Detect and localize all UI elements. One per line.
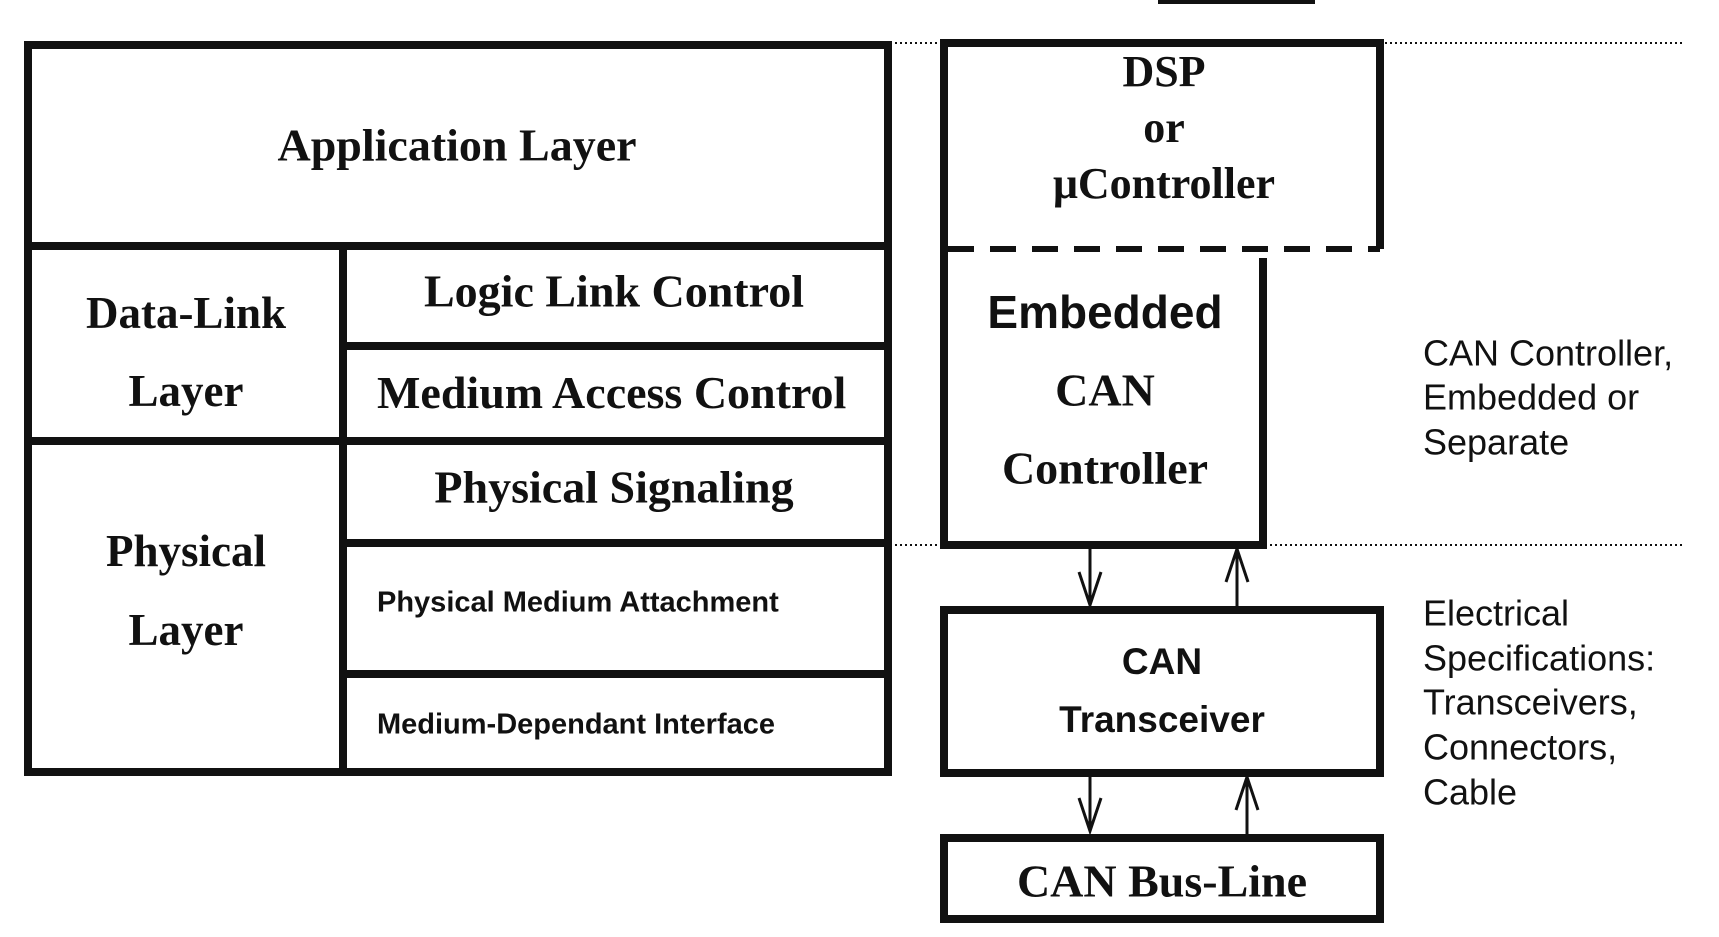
bus-down-arrow-head xyxy=(1077,797,1103,836)
medium-access-control-label: Medium Access Control xyxy=(377,367,846,418)
physical-layer-line-1: Physical xyxy=(106,526,266,576)
data-link-layer-line-1: Data-Link xyxy=(86,288,286,338)
physical-layer-line-2: Layer xyxy=(129,605,244,655)
can-transceiver-frame xyxy=(940,606,1384,777)
embedded-label: Embedded xyxy=(987,286,1222,338)
data-link-layer-line-2: Layer xyxy=(129,366,244,416)
can-transceiver-label-1: CAN xyxy=(1122,641,1202,682)
osi-layer-stack: Application Layer Data-Link Layer Physic… xyxy=(24,41,892,776)
data-link-layer-label: Data-Link xyxy=(86,288,286,338)
controller-label: Controller xyxy=(1002,443,1208,494)
data-link-layer-label-2: Layer xyxy=(129,366,244,416)
controller-transceiver-arrows xyxy=(1077,544,1250,610)
physical-layer-label: Physical xyxy=(106,526,266,576)
electrical-note-line-2: Specifications: xyxy=(1423,638,1655,679)
embedded-can-controller-block: Embedded CAN Controller xyxy=(940,258,1267,549)
electrical-note: Electrical Specifications: Transceivers,… xyxy=(1423,593,1655,813)
application-layer-label: Application Layer xyxy=(277,120,636,171)
controller-note: CAN Controller, Embedded or Separate xyxy=(1423,333,1673,463)
down-arrow-head xyxy=(1077,571,1103,610)
dsp-label: DSP xyxy=(1122,47,1205,96)
osi-stack-frame xyxy=(24,41,892,776)
logic-link-control-label: Logic Link Control xyxy=(424,266,804,317)
physical-layer-label-2: Layer xyxy=(129,605,244,655)
controller-note-line-1: CAN Controller, xyxy=(1423,333,1673,374)
dsp-or-label: or xyxy=(1143,103,1185,152)
can-label: CAN xyxy=(1055,365,1155,416)
controller-note-line-3: Separate xyxy=(1423,422,1569,463)
electrical-note-line-3: Transceivers, xyxy=(1423,682,1638,723)
ucontroller-label: μController xyxy=(1053,159,1275,208)
can-transceiver-block: CAN Transceiver xyxy=(940,606,1384,777)
can-bus-line-block: CAN Bus-Line xyxy=(940,834,1384,923)
electrical-note-line-1: Electrical xyxy=(1423,593,1569,634)
dsp-controller-block: DSP or μController xyxy=(940,39,1384,545)
electrical-note-line-5: Cable xyxy=(1423,772,1517,813)
bus-up-arrow-head xyxy=(1234,772,1260,811)
physical-signaling-label: Physical Signaling xyxy=(434,462,793,513)
physical-medium-attachment-label: Physical Medium Attachment xyxy=(377,587,779,619)
can-bus-line-frame xyxy=(940,834,1384,923)
up-arrow-head xyxy=(1224,544,1250,583)
transceiver-bus-arrows xyxy=(1077,772,1260,836)
can-transceiver-label-2: Transceiver xyxy=(1059,699,1265,740)
controller-note-line-2: Embedded or xyxy=(1423,377,1639,418)
medium-dependant-interface-label: Medium-Dependant Interface xyxy=(377,709,775,741)
electrical-note-line-4: Connectors, xyxy=(1423,727,1617,768)
can-bus-line-label: CAN Bus-Line xyxy=(1017,856,1307,907)
